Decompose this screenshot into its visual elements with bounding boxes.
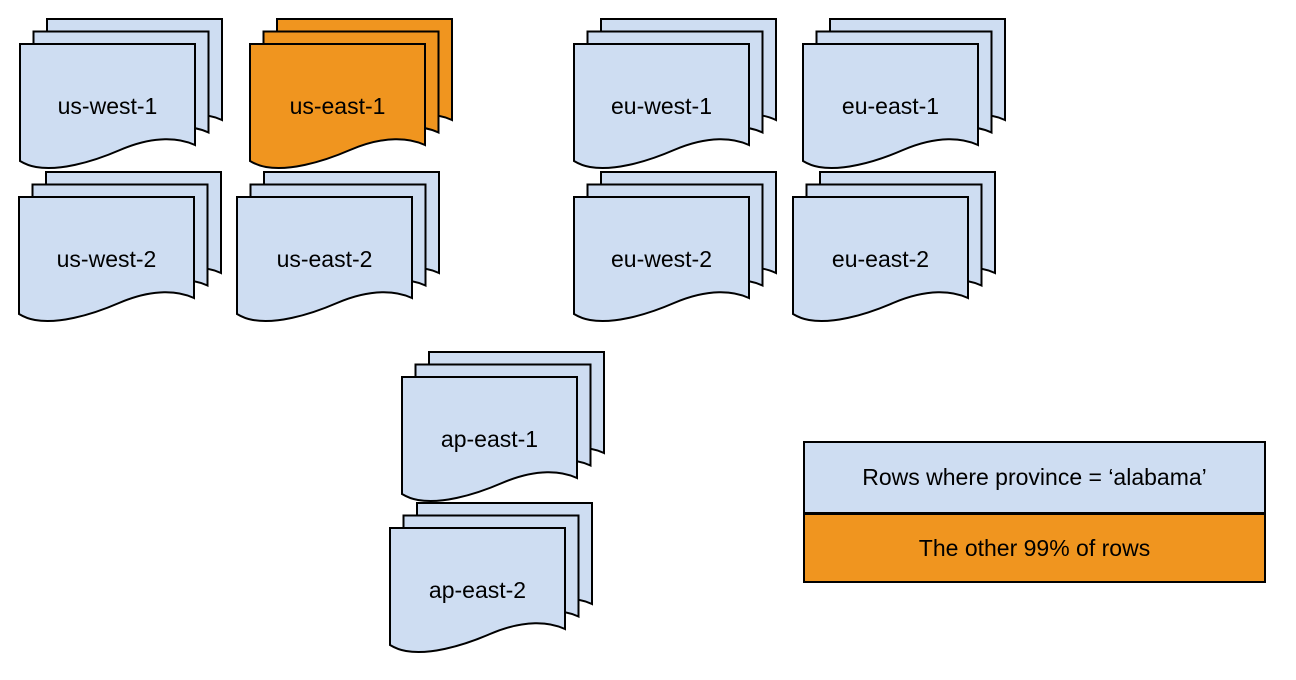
document-page-icon (18, 196, 195, 323)
region-stack-us-west-1: us-west-1 (18, 17, 226, 175)
region-label: eu-west-2 (611, 246, 712, 272)
region-stack-eu-east-2: eu-east-2 (791, 170, 999, 328)
document-page-icon (573, 196, 750, 323)
document-stack-icon (236, 171, 440, 323)
region-stack-ap-east-2: ap-east-2 (388, 501, 596, 659)
document-page-icon (19, 43, 196, 170)
region-stack-us-west-2: us-west-2 (17, 170, 225, 328)
region-label: us-west-2 (56, 246, 157, 272)
document-stack-icon (18, 171, 222, 323)
partition-legend: Rows where province = ‘alabama’ The othe… (803, 441, 1266, 583)
region-stack-ap-east-1: ap-east-1 (400, 350, 608, 508)
region-label: ap-east-2 (428, 577, 527, 603)
region-label: us-west-1 (57, 93, 158, 119)
document-stack-icon (19, 18, 223, 170)
document-stack-icon (792, 171, 996, 323)
document-page-icon (573, 43, 750, 170)
document-stack-icon (249, 18, 453, 170)
region-stack-eu-east-1: eu-east-1 (801, 17, 1009, 175)
legend-label-other: The other 99% of rows (918, 534, 1151, 561)
region-label: ap-east-1 (440, 426, 539, 452)
region-label: eu-east-1 (841, 93, 940, 119)
region-label: us-east-2 (276, 246, 373, 272)
region-stack-eu-west-1: eu-west-1 (572, 17, 780, 175)
region-label: eu-east-2 (831, 246, 930, 272)
document-page-icon (792, 196, 969, 323)
document-page-icon (249, 43, 426, 170)
legend-row-other: The other 99% of rows (805, 515, 1264, 581)
region-label: eu-west-1 (611, 93, 712, 119)
document-stack-icon (401, 351, 605, 503)
region-stack-us-east-2: us-east-2 (235, 170, 443, 328)
region-stack-us-east-1: us-east-1 (248, 17, 456, 175)
region-label: us-east-1 (289, 93, 386, 119)
legend-label-alabama: Rows where province = ‘alabama’ (862, 464, 1207, 490)
legend-row-alabama: Rows where province = ‘alabama’ (805, 443, 1264, 515)
document-page-icon (236, 196, 413, 323)
document-stack-icon (573, 171, 777, 323)
document-stack-icon (802, 18, 1006, 170)
region-stack-eu-west-2: eu-west-2 (572, 170, 780, 328)
document-page-icon (401, 376, 578, 503)
document-page-icon (389, 527, 566, 654)
document-stack-icon (573, 18, 777, 170)
document-stack-icon (389, 502, 593, 654)
document-page-icon (802, 43, 979, 170)
